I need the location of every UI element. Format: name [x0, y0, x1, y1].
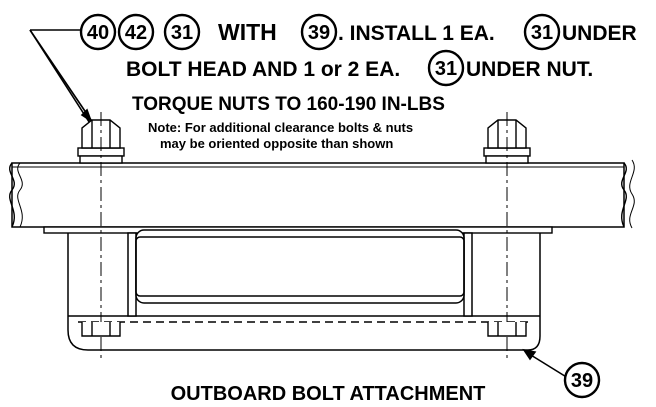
callout-39-bracket-label: 39 [571, 370, 593, 392]
right-bolt-assembly [483, 112, 531, 358]
left-bolt-head [81, 322, 121, 337]
clearance-note-2: may be oriented opposite than shown [160, 136, 393, 151]
callout-40-label: 40 [87, 22, 109, 44]
instruction-line-2: BOLT HEAD AND 1 or 2 EA. 31 UNDER NUT. [126, 49, 593, 87]
callout-31-b-label: 31 [531, 22, 553, 44]
callout-40: 40 [79, 13, 117, 51]
callout-39-bracket: 39 [563, 361, 601, 399]
callout-39-top-label: 39 [308, 22, 330, 44]
clearance-note-1: Note: For additional clearance bolts & n… [148, 120, 413, 135]
diagram-caption: OUTBOARD BOLT ATTACHMENT [171, 383, 486, 405]
callout-39-top: 39 [300, 13, 338, 51]
callout-31-c-label: 31 [435, 58, 457, 80]
leader-lines [29, 29, 94, 129]
bracket-callout-leader [522, 348, 569, 379]
install-text: . INSTALL 1 EA. [338, 22, 495, 45]
callout-31-a: 31 [163, 13, 201, 51]
under-nut-text: UNDER NUT. [466, 58, 593, 81]
left-bolt-assembly [77, 112, 125, 358]
callout-31-a-label: 31 [171, 22, 193, 44]
callout-42-label: 42 [125, 22, 147, 44]
callout-42: 42 [117, 13, 155, 51]
bolt-head-text: BOLT HEAD AND 1 or 2 EA. [126, 58, 400, 81]
right-bolt-head [487, 322, 527, 337]
callout-31-b: 31 [523, 13, 561, 51]
spacer-bracket [67, 229, 541, 351]
instruction-line-1: 40 42 31 WITH 39 . INSTALL 1 EA. 31 UNDE… [79, 13, 637, 51]
callout-31-c: 31 [427, 49, 465, 87]
with-label: WITH [218, 19, 277, 45]
under-text: UNDER [562, 22, 637, 45]
frame-rail [9, 159, 635, 229]
torque-spec: TORQUE NUTS TO 160-190 IN-LBS [132, 94, 445, 115]
